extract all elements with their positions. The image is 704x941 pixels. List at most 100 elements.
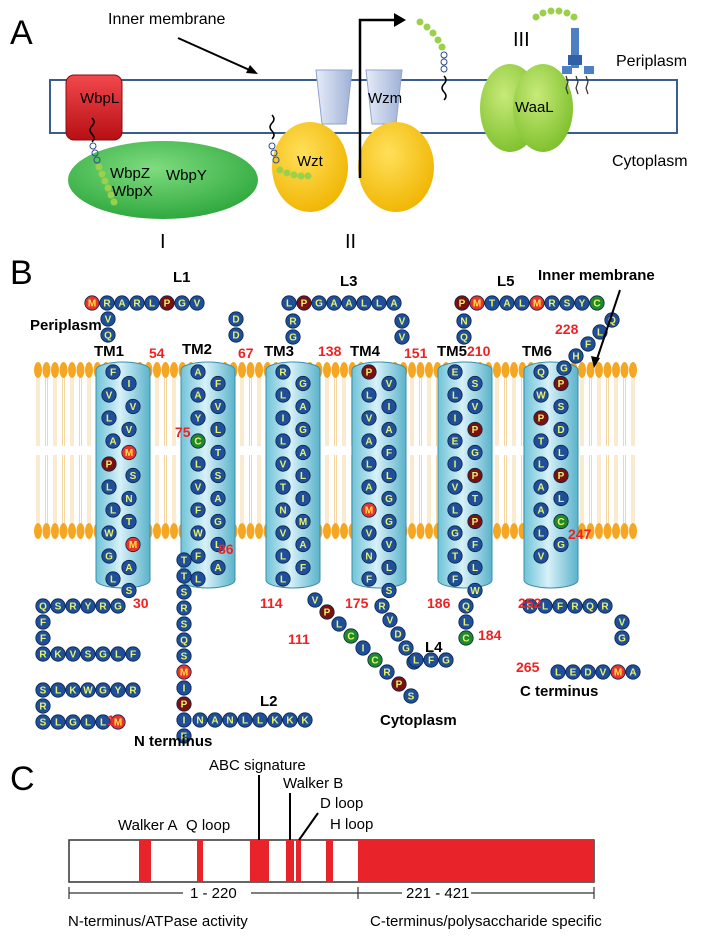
residue: Y [574, 295, 590, 311]
loop-l4: L4 [425, 639, 443, 656]
residue: R [275, 364, 291, 380]
svg-text:T: T [452, 552, 458, 563]
residue: F [190, 502, 206, 518]
residue: L [275, 548, 291, 564]
residue: S [121, 582, 137, 599]
pos-86: 86 [218, 541, 234, 557]
loop-l5: L5 [497, 273, 515, 290]
svg-text:Q: Q [180, 636, 188, 647]
residue: L [275, 433, 291, 449]
residue: Q [35, 598, 51, 614]
residue: V [210, 398, 226, 415]
residue: R [522, 598, 538, 614]
svg-text:D: D [394, 630, 401, 641]
lipid-tail [62, 378, 65, 523]
svg-text:V: V [194, 299, 201, 310]
residue: S [50, 598, 66, 614]
residue: L [467, 559, 483, 576]
tm2-label: TM2 [182, 341, 212, 358]
wbpx-label: WbpX [112, 183, 153, 200]
residue: R [125, 682, 141, 698]
pos-111: 111 [288, 631, 310, 647]
residue: S [403, 688, 419, 704]
residue: M [469, 295, 485, 311]
svg-text:Q: Q [462, 602, 470, 613]
sugar-chain-1 [95, 163, 118, 206]
svg-text:L: L [361, 299, 367, 310]
lipid-head [340, 362, 348, 378]
svg-text:M: M [114, 718, 122, 729]
residue: P [467, 467, 483, 484]
residue: L [190, 456, 206, 472]
residue: L [553, 490, 569, 507]
residue: L [101, 479, 117, 495]
pos-265: 265 [516, 659, 540, 675]
residue: G [467, 444, 483, 461]
lipid-head [161, 362, 170, 378]
residue: T [275, 479, 291, 495]
lipid-head [68, 362, 76, 378]
svg-text:L: L [463, 618, 469, 629]
pos-1: 1 [107, 712, 115, 728]
svg-text:L: L [558, 448, 564, 459]
n-domain-label: N-terminus/ATPase activity [68, 913, 248, 930]
residue: V [361, 525, 377, 541]
residue: G [614, 630, 630, 646]
residue: D [580, 664, 596, 680]
residue: R [597, 598, 613, 614]
lipid-head [603, 523, 612, 539]
residue: V [275, 456, 291, 472]
svg-text:S: S [40, 686, 47, 697]
lipid-tail [155, 378, 159, 523]
lipid-head [85, 523, 93, 539]
residue: F [361, 571, 377, 587]
lipid-head [153, 362, 161, 378]
svg-text:A: A [109, 437, 116, 448]
svg-text:A: A [125, 563, 132, 574]
svg-text:P: P [324, 608, 331, 619]
residue: G [95, 682, 111, 698]
svg-text:P: P [558, 379, 565, 390]
residue: L [144, 295, 160, 311]
svg-text:Q: Q [104, 331, 112, 342]
lipid-head [331, 362, 340, 378]
residue: L [356, 295, 372, 311]
residue: S [210, 467, 226, 484]
svg-text:L: L [519, 299, 525, 310]
lipid-head [620, 362, 629, 378]
residue: K [50, 646, 66, 662]
membrane-box-a [49, 79, 678, 134]
svg-text:T: T [181, 572, 187, 583]
svg-text:L: L [597, 328, 603, 339]
residue: R [35, 646, 51, 662]
residue: F [381, 444, 397, 461]
svg-text:R: R [571, 602, 579, 613]
svg-text:A: A [118, 299, 125, 310]
svg-text:T: T [489, 299, 495, 310]
lipid-tail [249, 378, 252, 523]
svg-text:F: F [110, 368, 116, 379]
residue: D [553, 421, 569, 438]
residue: S [176, 584, 192, 600]
residue: A [295, 444, 311, 461]
oligo-chain-3 [440, 51, 448, 73]
residue: S [35, 714, 51, 730]
svg-text:L: L [366, 391, 372, 402]
svg-text:P: P [106, 460, 113, 471]
svg-text:R: R [103, 299, 111, 310]
lipid-head [416, 523, 425, 539]
residue: W [467, 582, 483, 599]
residue: L [447, 502, 463, 518]
residue: V [189, 295, 205, 311]
residue: A [499, 295, 515, 311]
svg-text:G: G [471, 448, 479, 459]
residue: R [65, 598, 81, 614]
svg-text:R: R [289, 317, 297, 328]
residue: L [550, 664, 566, 680]
svg-text:G: G [402, 644, 410, 655]
residue: L [447, 387, 463, 403]
residue: V [190, 479, 206, 495]
residue: Q [176, 632, 192, 648]
residue: A [105, 433, 121, 449]
svg-text:P: P [396, 680, 403, 691]
